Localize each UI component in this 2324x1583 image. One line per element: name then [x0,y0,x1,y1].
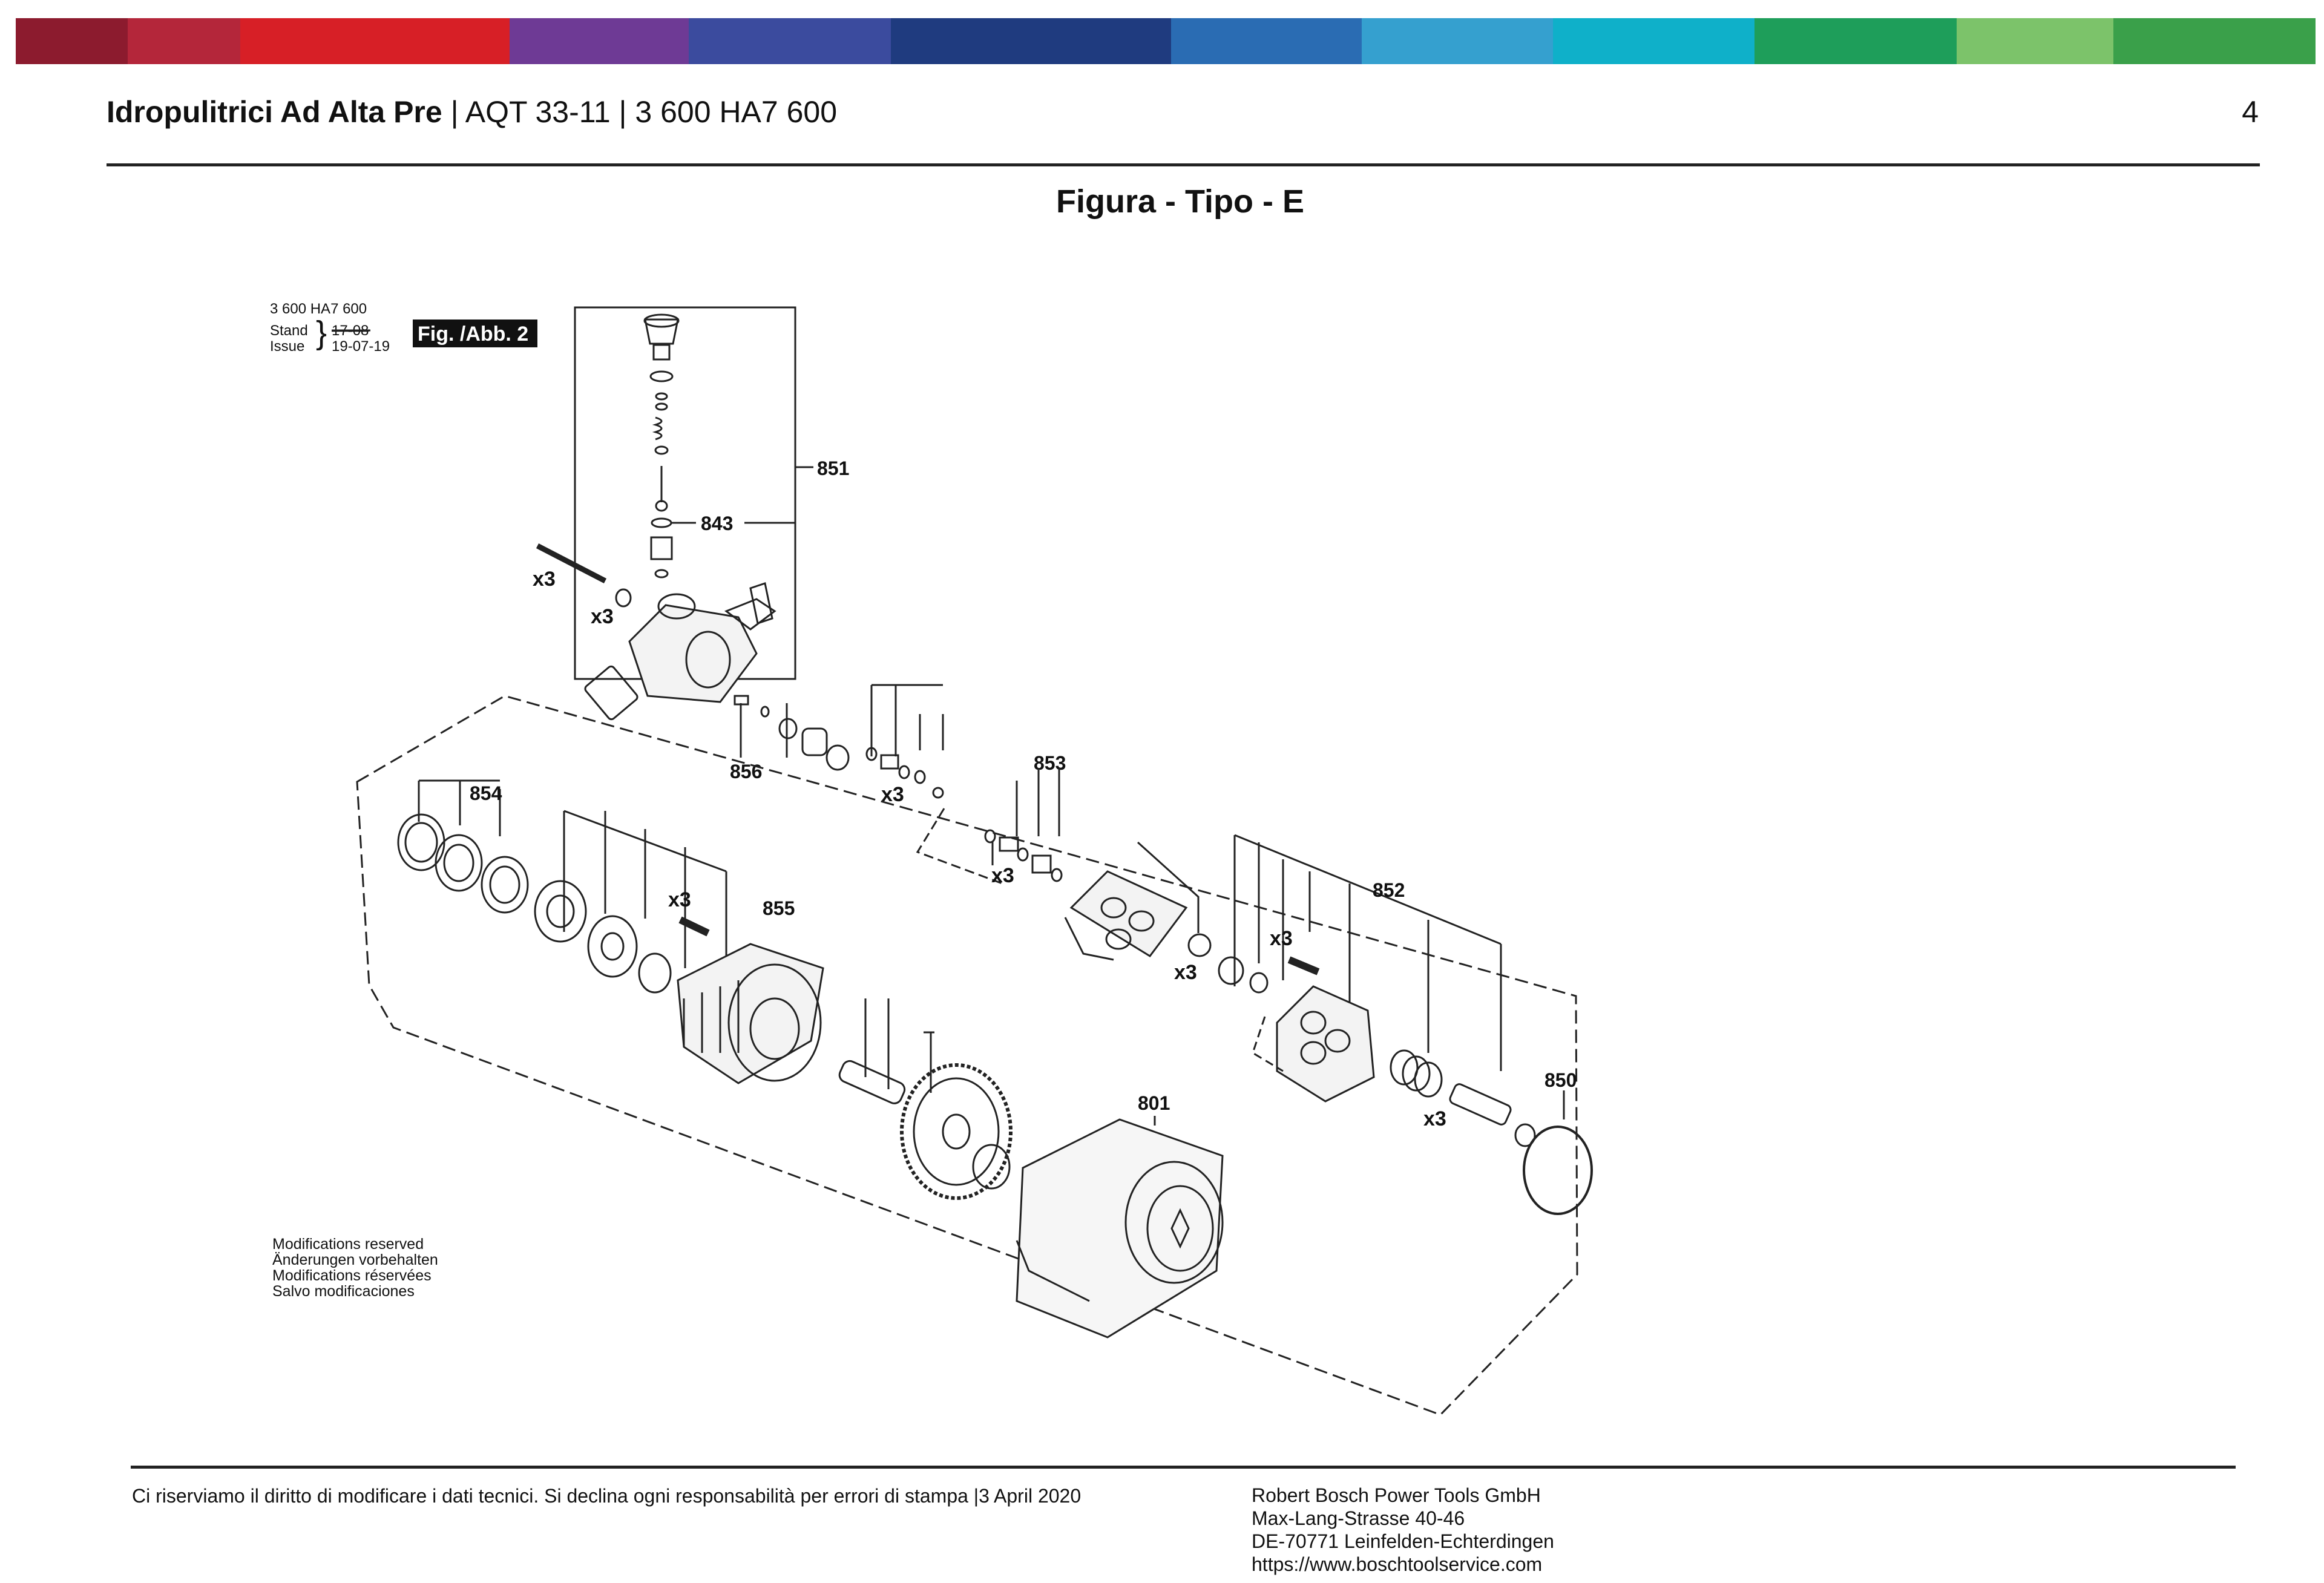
callout-851: 851 [817,457,849,479]
company-address: Robert Bosch Power Tools GmbH Max-Lang-S… [1252,1484,1554,1576]
shaft-seal [638,952,672,994]
seal-ring [1187,933,1212,957]
qty-x3-piston-screw: x3 [1270,927,1293,950]
ball-bearing [587,915,638,978]
stand-label: Stand [270,323,308,339]
electric-motor [1016,1118,1224,1339]
valve-nozzle-parts [734,695,850,771]
note-line-3: Modifications réservées [272,1267,432,1284]
callout-856: 856 [730,761,762,782]
callout-855: 855 [763,897,795,919]
valve-block [1064,870,1188,961]
revision-brace: } [316,315,327,351]
inlet-valve-parts [865,747,944,799]
drive-shaft [838,1060,906,1104]
brand-color-segment [1754,18,1957,64]
brand-color-bar [16,18,2316,64]
address-city: DE-70771 Leinfelden-Echterdingen [1252,1530,1554,1552]
qty-x3-motor-screw: x3 [668,888,691,911]
callout-801: 801 [1138,1092,1170,1114]
drawing-model-number: 3 600 HA7 600 [270,301,367,317]
title-product-type: Idropulitrici Ad Alta Pre [107,95,442,129]
brand-color-segment [2113,18,2316,64]
header-divider [107,163,2260,166]
qty-x3-outlet: x3 [991,864,1014,887]
issue-label: Issue [270,338,304,355]
brand-color-segment [128,18,240,64]
fig-badge: Fig. /Abb. 2 [418,323,528,346]
callout-843: 843 [701,513,733,534]
piston-housing [1276,985,1375,1103]
figure-title: Figura - Tipo - E [1056,183,1304,220]
wobble-plate [534,880,587,943]
gear-bearing [972,1144,1011,1190]
issue-date: 19-07-19 [332,338,390,355]
page-number: 4 [2242,95,2259,129]
long-screw [536,543,607,583]
seal-small [1249,972,1269,994]
brand-color-segment [1362,18,1553,64]
company-name: Robert Bosch Power Tools GmbH [1252,1484,1541,1506]
large-o-ring [1523,1126,1593,1215]
gear-wheel [900,1063,1013,1200]
outlet-valve-parts [984,829,1063,882]
qty-x3-piston: x3 [1423,1107,1446,1130]
motor-screw [678,916,710,937]
piston-screw [1287,956,1320,975]
end-seal [1514,1123,1536,1147]
brand-color-segment [1956,18,2114,64]
valve-parts-stack [643,313,680,578]
assembly-outline [356,695,1578,1416]
footer-disclaimer: Ci riserviamo il diritto di modificare i… [132,1485,1082,1507]
bearing-parts [397,813,529,914]
callout-850: 850 [1544,1069,1577,1091]
brand-color-segment [16,18,128,64]
qty-x3-seal: x3 [1174,961,1197,984]
brand-color-segment [689,18,891,64]
qty-x3-screw: x3 [533,568,556,591]
washer [615,588,632,608]
note-line-1: Modifications reserved [272,1236,424,1253]
address-street: Max-Lang-Strasse 40-46 [1252,1507,1465,1529]
fig-badge-background [413,320,537,347]
piston-rod [1449,1083,1512,1126]
document-title: Idropulitrici Ad Alta Pre | AQT 33-11 | … [107,91,837,133]
pump-head [584,582,776,721]
title-model-info: | AQT 33-11 | 3 600 HA7 600 [450,95,838,129]
brand-color-segment [240,18,510,64]
brand-color-segment [1552,18,1755,64]
motor-housing [677,943,824,1084]
callout-854: 854 [470,782,502,804]
note-line-4: Salvo modificaciones [272,1283,415,1300]
footer-divider [131,1466,2236,1469]
website-link[interactable]: https://www.boschtoolservice.com [1252,1553,1543,1575]
note-line-2: Änderungen vorbehalten [272,1251,438,1268]
brand-color-segment [509,18,689,64]
piston-spring [1390,1049,1443,1098]
brand-color-segment [1171,18,1362,64]
brand-color-segment [890,18,1172,64]
qty-x3-washer: x3 [591,605,614,628]
o-ring-small [1218,956,1244,985]
callout-852: 852 [1373,879,1405,901]
